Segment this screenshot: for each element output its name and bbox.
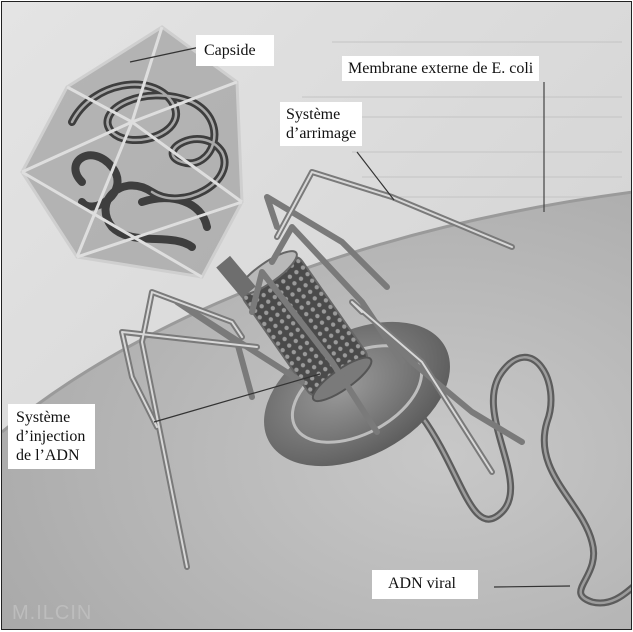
label-arrimage-line-1: Système [286,105,356,124]
watermark: M.ILCIN [12,602,92,625]
label-adn-viral: ADN viral [372,570,478,599]
label-membrane: Membrane externe de E. coli [342,56,539,81]
label-injection-line-3: de l’ADN [16,446,85,465]
label-injection: Système d’injection de l’ADN [8,404,95,469]
label-injection-line-1: Système [16,408,85,427]
label-capside: Capside [196,35,274,66]
label-arrimage-line-2: d’arrimage [286,124,356,143]
label-injection-line-2: d’injection [16,427,85,446]
label-arrimage: Système d’arrimage [280,102,362,146]
